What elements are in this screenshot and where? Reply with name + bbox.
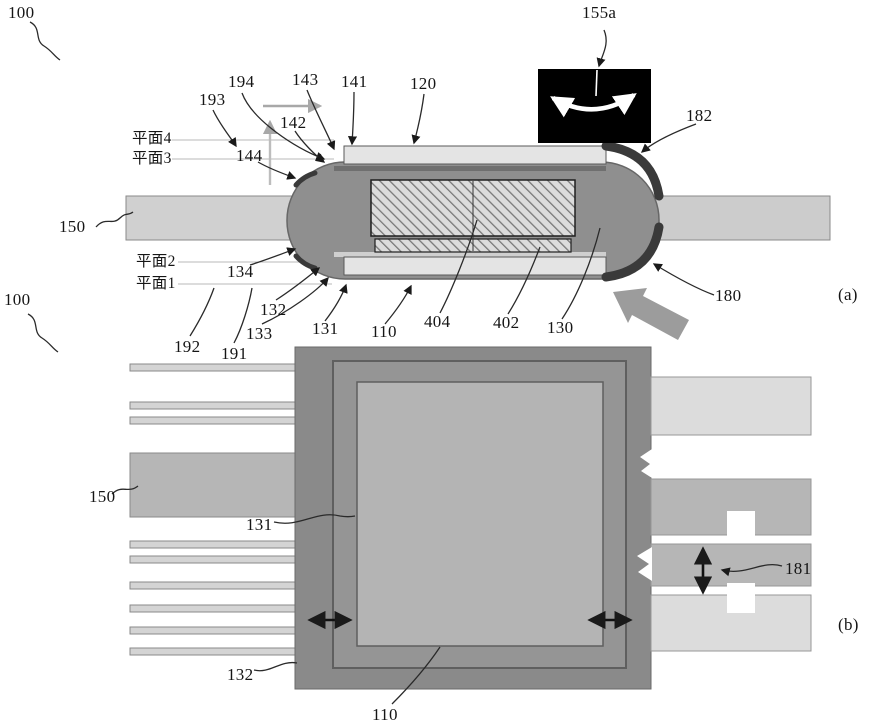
- left-thin-lead: [129, 401, 297, 410]
- left-leads-b: [129, 363, 297, 656]
- leader-134: [249, 247, 297, 266]
- leader-155a: [596, 29, 607, 68]
- left-wide-lead-150: [129, 452, 297, 518]
- ref-label-134: 134: [227, 262, 254, 281]
- ref-label-110-b: 110: [372, 705, 398, 724]
- leader-143: [306, 89, 336, 151]
- ref-label-131-a: 131: [312, 319, 339, 338]
- leader-182: [640, 123, 697, 153]
- ref-label-155a: 155a: [582, 3, 617, 22]
- left-thin-lead: [129, 540, 297, 549]
- leader-131-vb: [273, 514, 356, 524]
- ref-label-404: 404: [424, 312, 451, 331]
- leader-142: [294, 130, 326, 163]
- panel-tag-b: (b): [838, 615, 859, 634]
- clip-top-right: [601, 141, 664, 201]
- ref-label-plane4: 平面4: [132, 130, 172, 147]
- ref-label-plane2: 平面2: [136, 253, 176, 270]
- ref-label-131-b: 131: [246, 515, 273, 534]
- left-thin-lead: [129, 626, 297, 635]
- left-thin-lead: [129, 581, 297, 590]
- ref-label-plane3: 平面3: [132, 150, 172, 167]
- ref-label-130: 130: [547, 318, 574, 337]
- upper-leadframe-strip: [334, 166, 606, 171]
- package-inner-110: [356, 381, 604, 647]
- ref-label-142: 142: [280, 113, 307, 132]
- leader-120: [411, 93, 425, 145]
- leader-132-vb: [253, 661, 298, 672]
- left-thin-lead: [129, 416, 297, 425]
- panel-tag-a: (a): [838, 285, 858, 304]
- leader-131-a: [324, 283, 348, 322]
- ref-label-120: 120: [410, 74, 437, 93]
- left-thin-lead: [129, 647, 297, 656]
- left-thin-lead: [129, 604, 297, 613]
- leader-100-a: [29, 21, 61, 61]
- ref-label-plane1: 平面1: [136, 275, 176, 292]
- leader-191: [233, 287, 253, 344]
- ref-label-182: 182: [686, 106, 713, 125]
- left-thin-lead: [129, 555, 297, 564]
- ref-label-110-a: 110: [371, 322, 397, 341]
- ref-label-100-b: 100: [4, 290, 31, 309]
- leader-100-b: [27, 313, 59, 353]
- leader-110-a: [384, 284, 412, 325]
- bottom-plate: [343, 256, 607, 276]
- leader-132-a: [275, 267, 321, 301]
- leader-lines-b: [111, 485, 783, 705]
- leader-144: [257, 161, 297, 180]
- ref-label-192: 192: [174, 337, 201, 356]
- ref-label-181: 181: [785, 559, 812, 578]
- ref-label-180: 180: [715, 286, 742, 305]
- leader-150-vb: [111, 485, 139, 495]
- inset-box-155a: [538, 69, 651, 143]
- ref-label-132-b: 132: [227, 665, 254, 684]
- left-lead-a: [125, 195, 295, 241]
- leader-180: [652, 263, 715, 296]
- ref-label-402: 402: [493, 313, 520, 332]
- clip-bottom-right: [601, 222, 664, 282]
- clip-top-left: [293, 170, 318, 188]
- ref-label-141: 141: [341, 72, 368, 91]
- right-lead-1: [650, 376, 812, 436]
- leader-110-vb: [391, 646, 441, 705]
- ref-label-193: 193: [199, 90, 226, 109]
- leader-404: [439, 219, 478, 314]
- leader-150-a: [95, 211, 134, 228]
- plane-reference-lines: [172, 139, 334, 285]
- left-thin-lead: [129, 363, 297, 372]
- leader-193: [212, 109, 237, 148]
- ref-label-143: 143: [292, 70, 319, 89]
- inset-leader-inside: [595, 69, 598, 97]
- ref-label-150-a: 150: [59, 217, 86, 236]
- leader-lines-a: [27, 21, 715, 353]
- leader-130: [561, 227, 601, 320]
- big-gray-arrow: [613, 288, 689, 340]
- leader-141: [347, 91, 358, 146]
- ref-label-100-a: 100: [8, 3, 35, 22]
- edge-notch-bottom: [637, 547, 652, 581]
- leader-402: [507, 246, 541, 315]
- ref-label-144: 144: [236, 146, 263, 165]
- ref-label-191: 191: [221, 344, 248, 363]
- leader-181-vb: [720, 564, 783, 577]
- lower-leadframe-strip: [334, 252, 606, 257]
- lead-cutout-bottom: [727, 583, 755, 613]
- ref-label-133: 133: [246, 324, 273, 343]
- ref-label-132-a: 132: [260, 300, 287, 319]
- ref-label-194: 194: [228, 72, 255, 91]
- ref-label-150-b: 150: [89, 487, 116, 506]
- leader-194: [241, 92, 326, 161]
- curved-bend-arrow-icon: [550, 93, 637, 118]
- lead-cutout-top: [727, 511, 755, 543]
- top-plate: [343, 145, 607, 165]
- edge-notch-top: [640, 449, 652, 478]
- leader-133: [261, 276, 329, 325]
- leader-192: [189, 287, 215, 337]
